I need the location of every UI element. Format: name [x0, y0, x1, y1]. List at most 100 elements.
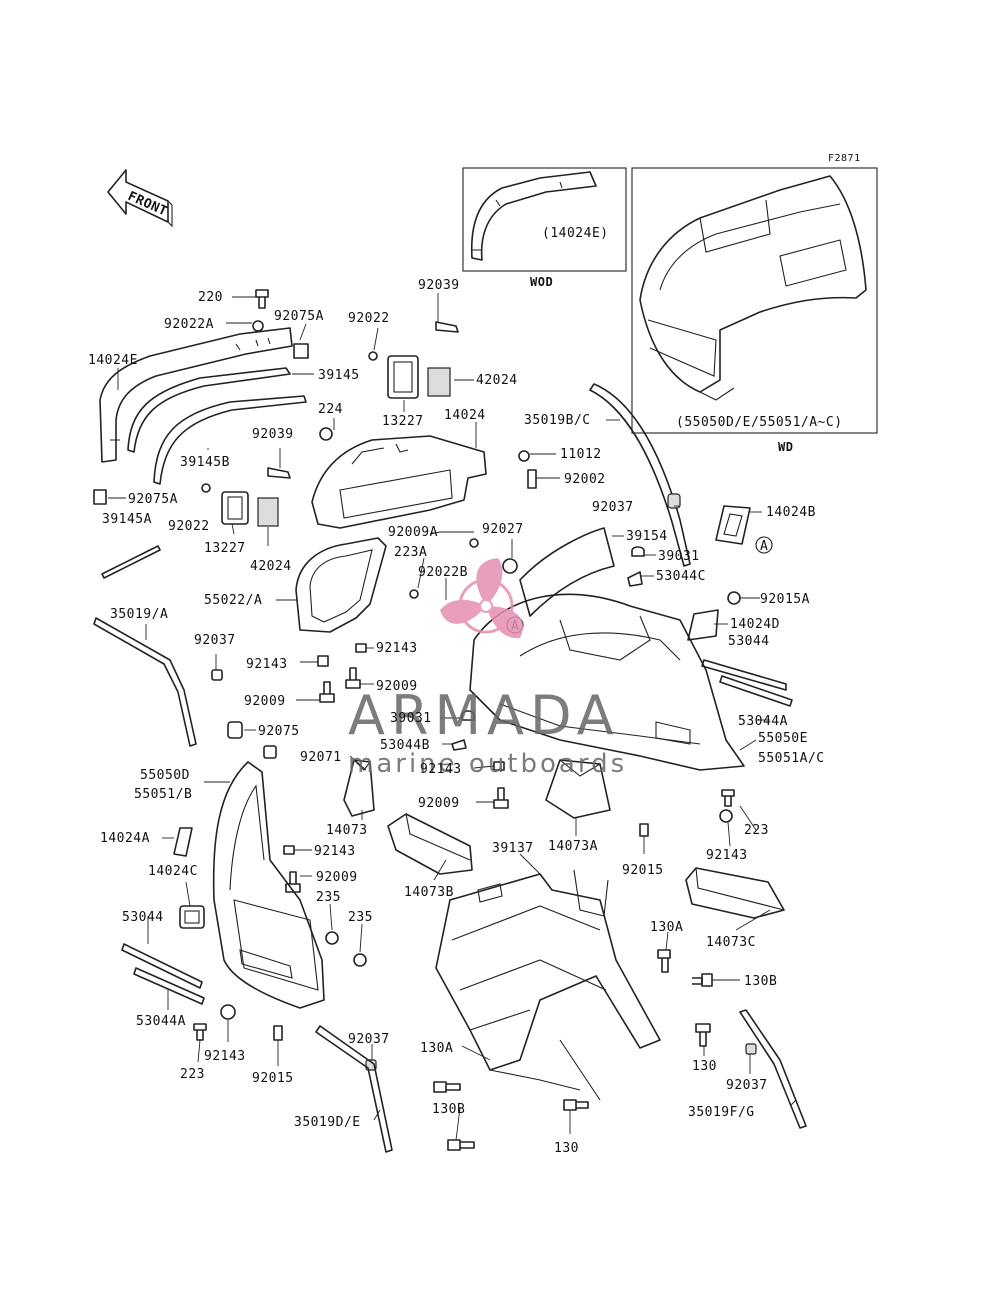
part-labels: 220 92022A 92075A 14024E 92039 92022 420… [88, 278, 825, 1156]
callout-a-right [755, 536, 773, 554]
bolt-92002-icon [527, 469, 537, 489]
label-14024e: 14024E [88, 353, 138, 368]
leader-lines [108, 293, 797, 1141]
label-55051b: 55051/B [134, 787, 192, 802]
label-53044-left: 53044 [122, 910, 164, 925]
duct-14073b [387, 813, 473, 875]
label-92009-b: 92009 [244, 694, 286, 709]
washer-92022-mid-icon [201, 483, 211, 493]
label-92009a: 92009A [388, 525, 438, 540]
screw-223-left-icon [193, 1023, 207, 1041]
label-14073b: 14073B [404, 885, 454, 900]
label-14024c: 14024C [148, 864, 198, 879]
clip-92143-a-icon [355, 643, 367, 653]
nut-235-a-icon [325, 931, 339, 945]
label-14073a: 14073A [548, 839, 598, 854]
cover-14024b [715, 505, 751, 545]
panel-55022a [295, 537, 387, 633]
label-92037-right: 92037 [726, 1078, 768, 1093]
label-55050e: 55050E [758, 731, 808, 746]
propeller-logo-icon [440, 558, 523, 639]
screw-92009-b-icon [319, 681, 335, 703]
duct-14073 [343, 759, 375, 817]
label-55022a: 55022/A [204, 593, 262, 608]
label-14024a: 14024A [100, 831, 150, 846]
label-53044c: 53044C [656, 569, 706, 584]
screw-224-icon [319, 427, 333, 441]
label-14024: 14024 [444, 408, 486, 423]
vent-13227-mid [221, 491, 249, 525]
bolt-130a-right-icon [657, 949, 671, 973]
label-92022a: 92022A [164, 317, 214, 332]
pin-92039-mid-icon [267, 467, 291, 479]
clip-92075a-top [293, 343, 309, 359]
nut-92143-right-icon [719, 809, 733, 823]
label-92143-right: 92143 [706, 848, 748, 863]
molding-35019bc [589, 383, 691, 567]
label-35019de: 35019D/E [294, 1115, 361, 1130]
screw-92009-d-icon [285, 871, 301, 893]
label-39145a: 39145A [102, 512, 152, 527]
label-92022b: 92022B [418, 565, 468, 580]
label-92037-left: 92037 [194, 633, 236, 648]
watermark-brand: ARMADA [348, 684, 620, 747]
label-220: 220 [198, 290, 223, 305]
label-224: 224 [318, 402, 343, 417]
label-39031-mid: 39031 [390, 711, 432, 726]
duct-14073a [545, 759, 611, 819]
label-92009-d: 92009 [316, 870, 358, 885]
label-92037-bottom: 92037 [348, 1032, 390, 1047]
label-92039-mid: 92039 [252, 427, 294, 442]
clip-39031-mid-icon [461, 710, 475, 721]
label-92143-c: 92143 [420, 762, 462, 777]
screw-223-right-icon [721, 789, 735, 807]
label-92143-b: 92143 [246, 657, 288, 672]
label-92071: 92071 [300, 750, 342, 765]
label-55051ac: 55051A/C [758, 751, 825, 766]
label-130a-left: 130A [420, 1041, 453, 1056]
bolt-130b-right-icon [692, 973, 713, 987]
bolt-130-right-icon [695, 1023, 711, 1047]
molding-35019de [315, 1025, 393, 1153]
front-arrow-icon: FRONT [107, 169, 173, 228]
label-39031-top: 39031 [658, 549, 700, 564]
nut-92015a-icon [727, 591, 741, 605]
screw-92009a-icon [469, 538, 479, 548]
vent-13227-top [387, 355, 419, 399]
label-92143-d: 92143 [314, 844, 356, 859]
label-35019fg: 35019F/G [688, 1105, 755, 1120]
bolt-130-bottom-icon [563, 1099, 589, 1111]
label-39137: 39137 [492, 841, 534, 856]
grommet-92071-icon [263, 745, 277, 759]
clip-92015-mid-icon [639, 823, 649, 837]
duct-14073c [685, 867, 785, 919]
label-42024-top: 42024 [476, 373, 518, 388]
cover-14024 [311, 435, 487, 529]
armada-watermark: ARMADA marine outboards [348, 558, 624, 779]
nut-223a-icon [409, 589, 419, 599]
label-92015-left: 92015 [252, 1071, 294, 1086]
label-14073c: 14073C [706, 935, 756, 950]
label-92143-e: 92143 [204, 1049, 246, 1064]
cover-14024c [179, 905, 205, 929]
label-92002: 92002 [564, 472, 606, 487]
strip-53044-left [121, 943, 203, 989]
label-39154: 39154 [626, 529, 668, 544]
label-130a-right: 130A [650, 920, 683, 935]
label-223-left: 223 [180, 1067, 205, 1082]
label-13227-top: 13227 [382, 414, 424, 429]
label-223-right: 223 [744, 823, 769, 838]
label-92039-top: 92039 [418, 278, 460, 293]
frame-39137 [435, 869, 661, 1101]
nut-92143-e-icon [220, 1004, 236, 1020]
strip-53044-right [701, 659, 787, 691]
pin-92039-top-icon [435, 321, 459, 333]
label-53044a-left: 53044A [136, 1014, 186, 1029]
label-39145: 39145 [318, 368, 360, 383]
label-92075a-top: 92075A [274, 309, 324, 324]
label-130b-left: 130B [432, 1102, 465, 1117]
molding-39145 [127, 367, 291, 453]
label-92075: 92075 [258, 724, 300, 739]
label-92015a: 92015A [760, 592, 810, 607]
